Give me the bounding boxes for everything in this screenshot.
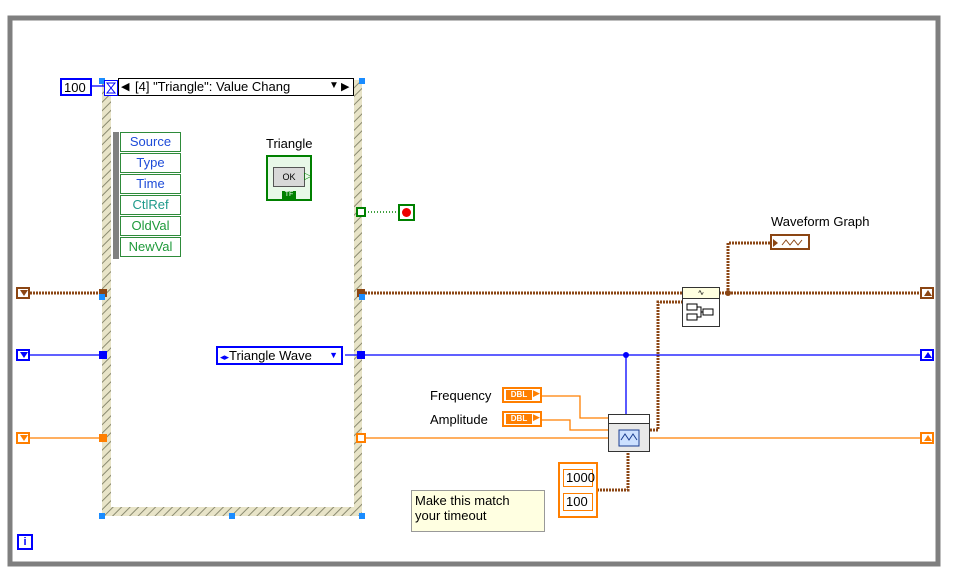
cluster-icon: [686, 303, 714, 321]
array-element[interactable]: 100: [563, 493, 593, 511]
enum-value: Triangle Wave: [229, 348, 312, 363]
next-case-arrow-icon[interactable]: ▶: [341, 81, 350, 93]
while-loop-frame: [7, 15, 941, 567]
waveform-header-icon: ∿: [683, 288, 719, 299]
enum-dropdown-icon[interactable]: ▼: [329, 350, 338, 360]
timeout-terminal-icon[interactable]: [104, 80, 118, 96]
frequency-control[interactable]: DBL ▶: [502, 387, 542, 403]
waveform-graph-label: Waveform Graph: [771, 214, 870, 229]
ok-button-icon: OK: [273, 167, 305, 187]
vi-header-icon: [609, 415, 649, 424]
waveform-graph-terminal[interactable]: [770, 234, 810, 250]
shift-register-left-waveform[interactable]: [16, 287, 30, 299]
boolean-type-badge: TF: [282, 191, 296, 199]
build-waveform-node[interactable]: ∿: [682, 287, 720, 327]
dbl-badge: DBL: [506, 414, 532, 424]
comment-line: Make this match: [415, 493, 510, 508]
event-selector[interactable]: ◀ [4] "Triangle": Value Chang ▼ ▶: [118, 78, 354, 96]
numeric-wire: [30, 395, 922, 439]
triangle-wave-enum[interactable]: ◂▸Triangle Wave ▼: [216, 346, 343, 365]
stop-terminal[interactable]: [398, 204, 415, 221]
event-data-node: [113, 132, 119, 259]
dbl-badge: DBL: [506, 390, 532, 400]
comment-line: your timeout: [415, 508, 487, 523]
stop-icon: [402, 208, 411, 217]
array-element[interactable]: 1000: [563, 469, 595, 487]
triangle-label: Triangle: [266, 136, 313, 151]
shift-register-left-numeric[interactable]: [16, 432, 30, 444]
output-arrow-icon: ▶: [533, 388, 540, 398]
frequency-label: Frequency: [430, 388, 492, 403]
signal-generator-icon: [618, 429, 640, 447]
dropdown-arrow-icon[interactable]: ▼: [329, 80, 339, 91]
iteration-terminal[interactable]: i: [17, 534, 33, 550]
array-constant[interactable]: 1000 100: [558, 462, 598, 518]
event-data-item[interactable]: Time: [120, 174, 181, 194]
shift-register-right-enum[interactable]: [920, 349, 934, 361]
shift-register-left-enum[interactable]: [16, 349, 30, 361]
shift-register-right-numeric[interactable]: [920, 432, 934, 444]
event-data-item[interactable]: Type: [120, 153, 181, 173]
comment-note[interactable]: Make this match your timeout: [411, 490, 545, 532]
waveform-icon: [773, 239, 803, 247]
arrow-icon: ▷: [304, 171, 312, 182]
enum-arrows-icon: ◂▸: [220, 352, 230, 362]
enum-wire: [30, 354, 922, 418]
waveform-wire: [30, 241, 922, 492]
event-selector-label: [4] "Triangle": Value Chang: [135, 79, 291, 94]
output-arrow-icon: ▶: [533, 412, 540, 422]
event-data-item[interactable]: OldVal: [120, 216, 181, 236]
shift-register-right-waveform[interactable]: [920, 287, 934, 299]
event-data-item[interactable]: CtlRef: [120, 195, 181, 215]
event-data-item[interactable]: Source: [120, 132, 181, 152]
triangle-button-terminal[interactable]: OK ▷ TF: [266, 155, 312, 201]
timeout-constant[interactable]: 100: [60, 78, 92, 96]
event-data-item[interactable]: NewVal: [120, 237, 181, 257]
amplitude-label: Amplitude: [430, 412, 488, 427]
simulate-signal-vi[interactable]: [608, 414, 650, 452]
prev-case-arrow-icon[interactable]: ◀: [121, 81, 130, 93]
amplitude-control[interactable]: DBL ▶: [502, 411, 542, 427]
